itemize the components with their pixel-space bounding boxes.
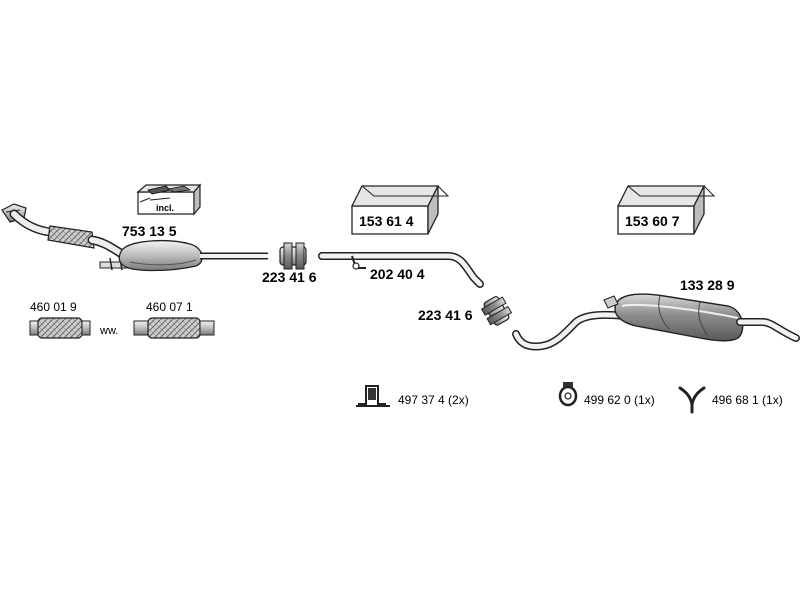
part-number-flex-pipe-1: 460 01 9 (30, 300, 77, 314)
flex-pipe-2[interactable] (133, 317, 215, 339)
part-number-middle-box: 153 61 4 (359, 213, 414, 229)
middle-pipe[interactable] (318, 252, 484, 288)
part-number-clamp-2: 223 41 6 (418, 307, 473, 323)
part-number-middle-pipe: 202 40 4 (370, 266, 425, 282)
mount-bracket-icon[interactable] (356, 385, 390, 407)
y-hanger-icon[interactable] (678, 386, 706, 414)
gasket-kit-box[interactable] (136, 183, 202, 216)
clamp-1[interactable] (279, 242, 307, 270)
part-number-rear-box: 153 60 7 (625, 213, 680, 229)
clamp-2[interactable] (480, 294, 514, 329)
part-number-flex-pipe-2: 460 07 1 (146, 300, 193, 314)
rear-silencer[interactable] (512, 293, 800, 351)
part-number-front-pipe: 753 13 5 (122, 223, 177, 239)
rear-part-box[interactable] (616, 185, 716, 235)
middle-part-box[interactable] (350, 185, 450, 235)
kit-box-label: incl. (156, 203, 174, 213)
flex-pipe-1[interactable] (29, 317, 91, 339)
part-number-mount-1: 497 37 4 (2x) (398, 393, 469, 407)
flex-pipe-separator: ww. (99, 325, 118, 337)
rubber-ring-icon[interactable] (558, 382, 578, 407)
part-number-rear-silencer: 133 28 9 (680, 277, 735, 293)
part-number-mount-2: 499 62 0 (1x) (584, 393, 655, 407)
part-number-clamp-1: 223 41 6 (262, 269, 317, 285)
part-number-mount-3: 496 68 1 (1x) (712, 393, 783, 407)
front-pipe-catalyst[interactable] (1, 203, 268, 272)
